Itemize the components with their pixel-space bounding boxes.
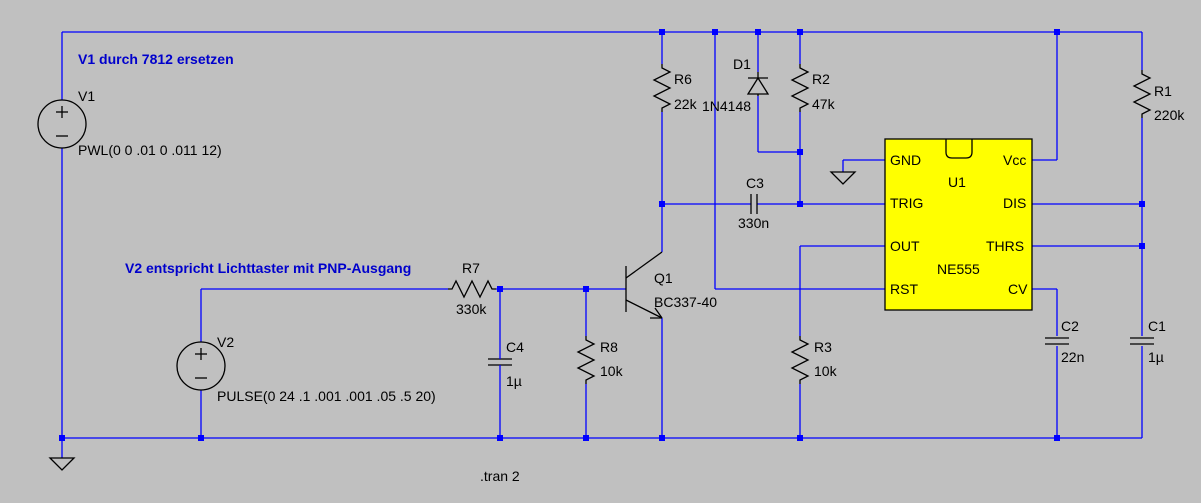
resistor-r7-name: R7 — [462, 260, 480, 276]
ic-u1 — [884, 138, 1033, 311]
source-v2-name: V2 — [217, 334, 234, 350]
ground-symbol-main — [48, 457, 76, 471]
ic-u1-pin-thrs: THRS — [986, 238, 1024, 254]
junction-dot — [497, 286, 503, 292]
resistor-r3-value: 10k — [814, 363, 838, 379]
resistor-r8 — [576, 336, 596, 384]
junction-dot — [755, 29, 761, 35]
junction-dot — [497, 435, 503, 441]
junction-dot — [1139, 201, 1145, 207]
resistor-r6-name: R6 — [674, 71, 692, 87]
ic-u1-value: NE555 — [937, 261, 980, 277]
ic-u1-name: U1 — [948, 174, 966, 190]
ic-u1-pin-gnd: GND — [890, 152, 921, 168]
junction-dot — [797, 435, 803, 441]
diode-d1-name: D1 — [733, 56, 751, 72]
junction-dot — [797, 149, 803, 155]
junction-dot — [797, 29, 803, 35]
junction-dot — [198, 435, 204, 441]
source-v2-circle — [176, 341, 226, 391]
resistor-r2-value: 47k — [812, 96, 836, 112]
resistor-r3 — [790, 336, 810, 384]
source-v1-name: V1 — [78, 88, 95, 104]
resistor-r8-name: R8 — [600, 339, 618, 355]
junction-dot — [797, 201, 803, 207]
capacitor-c2 — [1045, 337, 1069, 345]
resistor-r7-value: 330k — [456, 301, 487, 317]
transistor-q1-name: Q1 — [654, 270, 673, 286]
ic-u1-pin-vcc: Vcc — [1003, 152, 1026, 168]
transistor-q1 — [625, 251, 663, 319]
capacitor-c3 — [750, 194, 758, 214]
resistor-r2 — [790, 64, 810, 112]
junction-dot — [583, 435, 589, 441]
resistor-r1 — [1132, 70, 1152, 118]
source-v1-value: PWL(0 0 .01 0 .011 12) — [78, 142, 222, 158]
junction-dot — [712, 29, 718, 35]
spice-directive: .tran 2 — [480, 468, 520, 484]
junction-dot — [659, 29, 665, 35]
resistor-r7 — [448, 279, 496, 299]
ic-u1-body — [884, 138, 1033, 311]
source-v1 — [37, 99, 87, 149]
diode-d1-value: 1N4148 — [702, 98, 751, 114]
resistor-r6-value: 22k — [674, 96, 698, 112]
junction-dot — [59, 435, 65, 441]
junction-dot — [1054, 435, 1060, 441]
source-v1-circle — [37, 99, 87, 149]
comment-v2-note: V2 entspricht Lichttaster mit PNP-Ausgan… — [125, 260, 411, 276]
capacitor-c4-value: 1µ — [506, 373, 522, 389]
source-v2 — [176, 341, 226, 391]
resistor-r2-name: R2 — [812, 71, 830, 87]
ic-u1-pin-cv: CV — [1008, 281, 1028, 297]
capacitor-c1-name: C1 — [1148, 318, 1166, 334]
capacitor-c3-value: 330n — [738, 215, 769, 231]
resistor-r6 — [652, 64, 672, 112]
capacitor-c4 — [488, 352, 512, 372]
capacitor-c2-value: 22n — [1061, 349, 1084, 365]
source-v2-value: PULSE(0 24 .1 .001 .001 .05 .5 20) — [217, 388, 436, 404]
resistor-r3-name: R3 — [814, 339, 832, 355]
ic-u1-notch — [945, 139, 973, 159]
capacitor-c1-value: 1µ — [1148, 349, 1164, 365]
capacitor-c3-name: C3 — [746, 175, 764, 191]
junction-dot — [659, 201, 665, 207]
junction-dot — [1054, 29, 1060, 35]
ic-u1-pin-trig: TRIG — [890, 195, 923, 211]
resistor-r8-value: 10k — [600, 363, 624, 379]
wires — [61, 31, 1143, 458]
junction-dot — [659, 435, 665, 441]
capacitor-c2-name: C2 — [1061, 318, 1079, 334]
junction-dot — [1139, 243, 1145, 249]
capacitor-c4-name: C4 — [506, 339, 524, 355]
diode-d1 — [746, 72, 770, 96]
comment-v1-note: V1 durch 7812 ersetzen — [78, 51, 234, 67]
capacitor-c1 — [1130, 337, 1154, 345]
transistor-q1-value: BC337-40 — [654, 294, 717, 310]
ic-u1-pin-out: OUT — [890, 238, 920, 254]
junctions — [59, 29, 1145, 441]
ground-symbol-u1 — [829, 171, 857, 185]
resistor-r1-value: 220k — [1154, 107, 1185, 123]
junction-dot — [583, 286, 589, 292]
ic-u1-pin-dis: DIS — [1003, 195, 1026, 211]
ic-u1-pin-rst: RST — [890, 281, 918, 297]
resistor-r1-name: R1 — [1154, 83, 1172, 99]
